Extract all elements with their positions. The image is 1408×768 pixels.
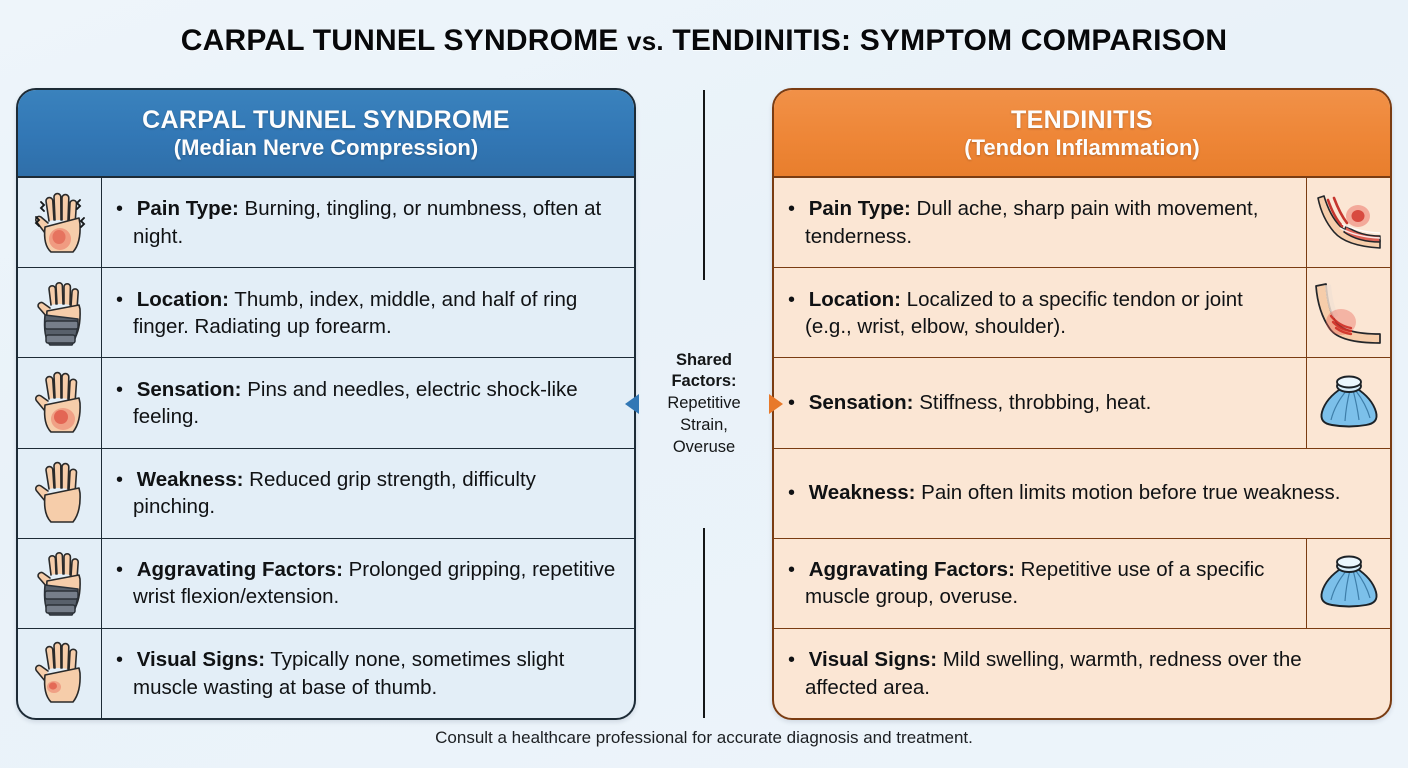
row-label: Visual Signs: bbox=[136, 648, 266, 672]
plain-hand-icon bbox=[18, 448, 102, 538]
table-row: Pain Type: Dull ache, sharp pain with mo… bbox=[774, 178, 1390, 269]
row-label: Location: bbox=[808, 287, 901, 311]
ice-pack-icon bbox=[1306, 358, 1390, 448]
table-row: Weakness: Pain often limits motion befor… bbox=[774, 449, 1390, 539]
hand-with-wrist-brace-icon bbox=[18, 538, 102, 628]
table-row: Location: Thumb, index, middle, and half… bbox=[18, 268, 634, 359]
table-row: Visual Signs: Typically none, sometimes … bbox=[18, 628, 634, 718]
row-text: Typically none, sometimes slight muscle … bbox=[133, 648, 565, 699]
row-text: Localized to a specific tendon or joint … bbox=[805, 287, 1243, 338]
table-row: Weakness: Reduced grip strength, difficu… bbox=[18, 448, 634, 539]
row-label: Aggravating Factors: bbox=[808, 558, 1015, 582]
row-text: Pins and needles, electric shock-like fe… bbox=[133, 377, 578, 429]
shared-factors-title-line1: Shared bbox=[676, 350, 732, 369]
table-row: Sensation: Pins and needles, electric sh… bbox=[18, 358, 634, 449]
table-cell-text: Pain Type: Dull ache, sharp pain with mo… bbox=[774, 178, 1306, 267]
disclaimer-footer: Consult a healthcare professional for ac… bbox=[435, 728, 973, 747]
row-text: Repetitive use of a specific muscle grou… bbox=[805, 558, 1265, 609]
row-text: Stiffness, throbbing, heat. bbox=[913, 391, 1152, 415]
table-cell-text: Sensation: Stiffness, throbbing, heat. bbox=[774, 358, 1306, 447]
tendinitis-panel: TENDINITIS (Tendon Inflammation) Pain Ty… bbox=[772, 88, 1392, 720]
tendinitis-panel-header: TENDINITIS (Tendon Inflammation) bbox=[774, 90, 1390, 178]
hand-with-thumb-base-spot-icon bbox=[18, 628, 102, 718]
table-cell-text: Weakness: Pain often limits motion befor… bbox=[774, 449, 1390, 538]
ice-pack-icon bbox=[1306, 538, 1390, 628]
table-row: Sensation: Stiffness, throbbing, heat. bbox=[774, 358, 1390, 449]
tendinitis-subheading: (Tendon Inflammation) bbox=[964, 134, 1200, 160]
carpal-tunnel-rows: Pain Type: Burning, tingling, or numbnes… bbox=[18, 178, 634, 718]
hand-with-pain-lines-icon bbox=[18, 178, 102, 268]
row-label: Location: bbox=[136, 287, 229, 311]
row-label: Pain Type: bbox=[136, 197, 239, 221]
shared-factors-body-line3: Overuse bbox=[672, 437, 736, 456]
row-text: Mild swelling, warmth, redness over the … bbox=[805, 648, 1302, 699]
shared-factors-body-line2: Strain, bbox=[680, 415, 728, 434]
row-text: Thumb, index, middle, and half of ring f… bbox=[133, 287, 578, 338]
table-cell-text: Sensation: Pins and needles, electric sh… bbox=[102, 358, 634, 447]
comparison-board: CARPAL TUNNEL SYNDROME (Median Nerve Com… bbox=[16, 88, 1392, 720]
hand-with-wrist-brace-icon bbox=[18, 268, 102, 358]
table-cell-text: Visual Signs: Mild swelling, warmth, red… bbox=[774, 629, 1390, 718]
table-row: Location: Localized to a specific tendon… bbox=[774, 268, 1390, 359]
table-row: Visual Signs: Mild swelling, warmth, red… bbox=[774, 629, 1390, 718]
table-cell-text: Aggravating Factors: Repetitive use of a… bbox=[774, 539, 1306, 628]
inflamed-elbow-icon bbox=[1306, 268, 1390, 358]
row-text: Dull ache, sharp pain with movement, ten… bbox=[805, 197, 1259, 248]
hand-with-red-palm-spot-icon bbox=[18, 358, 102, 448]
row-label: Sensation: bbox=[808, 391, 914, 415]
carpal-tunnel-panel: CARPAL TUNNEL SYNDROME (Median Nerve Com… bbox=[16, 88, 636, 720]
row-label: Sensation: bbox=[136, 377, 242, 401]
row-text: Burning, tingling, or numbness, often at… bbox=[133, 197, 602, 248]
row-text: Pain often limits motion before true wea… bbox=[915, 481, 1341, 505]
divider-bottom bbox=[703, 528, 705, 718]
page-title-part2: TENDINITIS: SYMPTOM COMPARISON bbox=[663, 24, 1228, 57]
row-label: Weakness: bbox=[136, 467, 244, 491]
carpal-tunnel-subheading: (Median Nerve Compression) bbox=[173, 134, 479, 160]
row-label: Pain Type: bbox=[808, 197, 911, 221]
shared-factors-strip: Shared Factors: Repetitive Strain, Overu… bbox=[625, 88, 783, 720]
table-cell-text: Visual Signs: Typically none, sometimes … bbox=[102, 629, 634, 718]
page-title-vs: vs. bbox=[627, 26, 664, 56]
table-row: Pain Type: Burning, tingling, or numbnes… bbox=[18, 178, 634, 269]
row-label: Aggravating Factors: bbox=[136, 558, 343, 582]
shared-factors-title-line2: Factors: bbox=[671, 372, 737, 391]
triangle-left-icon bbox=[625, 393, 639, 414]
shared-factors-box: Shared Factors: Repetitive Strain, Overu… bbox=[625, 350, 783, 459]
page-title: CARPAL TUNNEL SYNDROME vs. TENDINITIS: S… bbox=[0, 0, 1408, 57]
table-cell-text: Location: Thumb, index, middle, and half… bbox=[102, 268, 634, 357]
tendinitis-heading: TENDINITIS bbox=[1011, 105, 1153, 134]
row-text: Reduced grip strength, difficulty pinchi… bbox=[133, 467, 536, 519]
carpal-tunnel-panel-header: CARPAL TUNNEL SYNDROME (Median Nerve Com… bbox=[18, 90, 634, 178]
row-label: Visual Signs: bbox=[808, 648, 938, 672]
table-cell-text: Aggravating Factors: Prolonged gripping,… bbox=[102, 539, 634, 628]
page-title-part1: CARPAL TUNNEL SYNDROME bbox=[180, 24, 628, 57]
shared-factors-body-line1: Repetitive bbox=[667, 394, 741, 413]
inflamed-tendon-anatomy-icon bbox=[1306, 178, 1390, 268]
table-cell-text: Pain Type: Burning, tingling, or numbnes… bbox=[102, 178, 634, 267]
carpal-tunnel-heading: CARPAL TUNNEL SYNDROME bbox=[142, 105, 510, 134]
row-label: Weakness: bbox=[808, 481, 916, 505]
table-cell-text: Weakness: Reduced grip strength, difficu… bbox=[102, 449, 634, 538]
table-row: Aggravating Factors: Repetitive use of a… bbox=[774, 538, 1390, 629]
row-text: Prolonged gripping, repetitive wrist fle… bbox=[133, 558, 616, 609]
table-cell-text: Location: Localized to a specific tendon… bbox=[774, 268, 1306, 357]
triangle-right-icon bbox=[769, 393, 783, 414]
divider-top bbox=[703, 90, 705, 280]
tendinitis-rows: Pain Type: Dull ache, sharp pain with mo… bbox=[774, 178, 1390, 718]
table-row: Aggravating Factors: Prolonged gripping,… bbox=[18, 538, 634, 629]
